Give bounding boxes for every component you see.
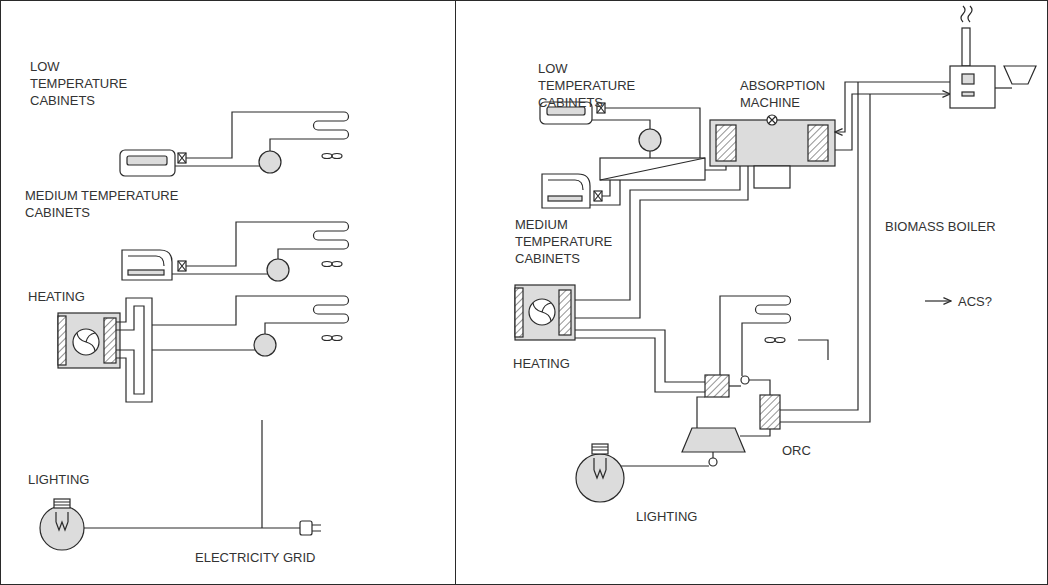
- component-label: LOW TEMPERATURE CABINETS: [30, 58, 160, 109]
- component-label: BIOMASS BOILER: [885, 218, 996, 235]
- divider: [455, 0, 456, 585]
- mt-cabinet-left: [122, 222, 318, 281]
- component-label: ELECTRICITY GRID: [195, 549, 315, 566]
- air-handler-left: [58, 296, 318, 402]
- absorption-machine: [705, 115, 835, 188]
- boiler-pipes: [780, 82, 950, 422]
- orc-unit: [621, 296, 951, 466]
- component-label: LIGHTING: [28, 471, 89, 488]
- component-label: MEDIUM TEMPERATURE CABINETS: [25, 187, 195, 221]
- lt-cabinet-right: [540, 102, 705, 180]
- bulb-right: [576, 444, 624, 502]
- fan-symbol: [765, 338, 785, 343]
- fan-symbol: [322, 154, 342, 159]
- condenser-coil: [756, 296, 791, 323]
- component-label: LIGHTING: [636, 508, 697, 525]
- coils-and-fans: [314, 112, 791, 343]
- condenser-coil: [314, 296, 349, 323]
- fan-symbol: [322, 336, 342, 341]
- condenser-coil: [314, 222, 349, 249]
- fan-symbol: [322, 262, 342, 267]
- component-label: ORC: [782, 442, 811, 459]
- biomass-boiler: [950, 6, 1036, 108]
- component-label: HEATING: [513, 355, 570, 372]
- component-label: ABSORPTION MACHINE: [740, 77, 840, 111]
- lt-cabinet-left: [120, 112, 318, 176]
- mt-cabinet-right: [542, 174, 620, 208]
- component-label: HEATING: [28, 288, 85, 305]
- component-label: LOW TEMPERATURE CABINETS: [538, 60, 668, 111]
- component-label: ACS?: [958, 293, 992, 310]
- condenser-coil: [314, 112, 349, 139]
- component-label: MEDIUM TEMPERATURE CABINETS: [515, 216, 623, 267]
